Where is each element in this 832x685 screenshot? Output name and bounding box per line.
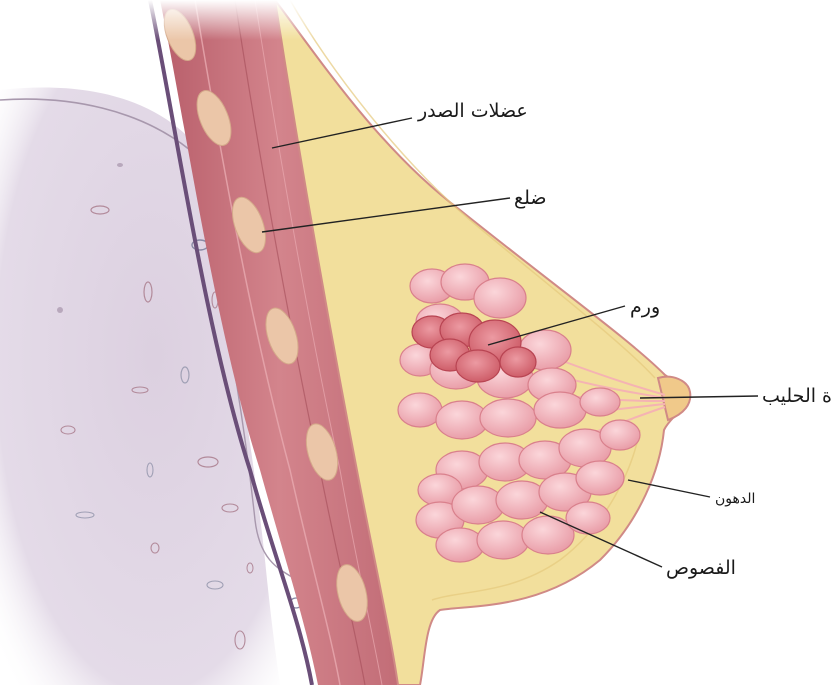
label-tumor: ورم: [630, 296, 660, 318]
label-milk-duct: قناة الحليب: [762, 385, 832, 407]
label-lobules: الفصوص: [666, 557, 736, 579]
label-rib: ضلع: [514, 187, 547, 209]
label-fat: الدهون: [715, 491, 755, 507]
label-chest-muscles: عضلات الصدر: [417, 100, 528, 122]
